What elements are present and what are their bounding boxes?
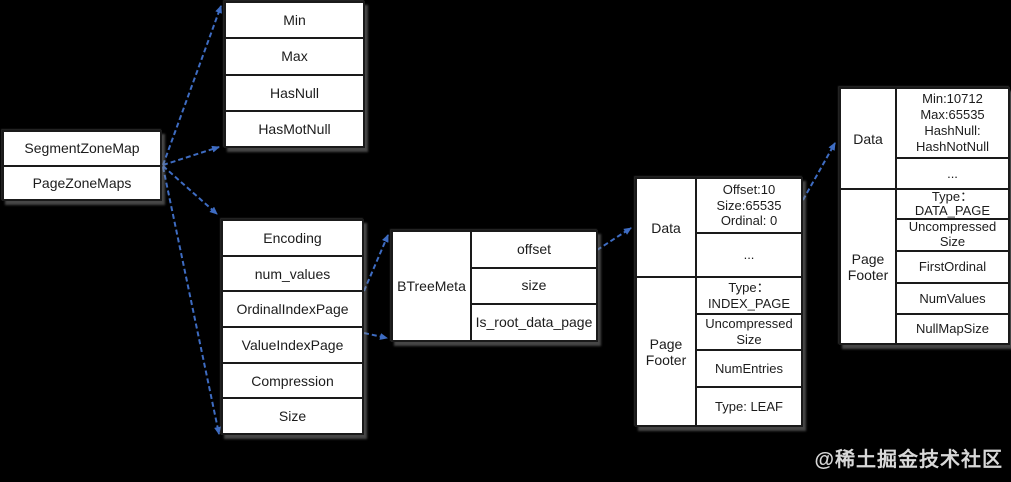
connector-pagezonemaps-to-columnmeta-top: [162, 165, 218, 215]
page-zonemaps-row: PageZoneMaps: [32, 174, 132, 191]
index-page-uncompressed-size-cell: Uncompressed Size: [697, 315, 801, 351]
connector-pagezonemaps-to-columnmeta-bottom: [162, 166, 221, 435]
connector-ordinalindexpage-to-btreemeta: [363, 234, 389, 292]
columnmeta-valueindexpage-row: ValueIndexPage: [223, 328, 362, 364]
data-page-data-label: Data: [841, 89, 895, 190]
index-page-box: Data Page Footer Offset:10 Size:65535 Or…: [635, 177, 803, 427]
segment-zonemap-box: SegmentZoneMap PageZoneMaps: [2, 130, 162, 201]
btreemeta-size-row: size: [472, 269, 596, 306]
connector-valueindexpage-to-btreemeta: [363, 332, 388, 340]
connector-btreemeta-to-indexpage: [596, 227, 632, 251]
data-page-firstordinal-cell: FirstOrdinal: [897, 252, 1008, 284]
data-page-ellipsis-cell: ...: [897, 159, 1008, 190]
data-page-numvalues-cell: NumValues: [897, 284, 1008, 315]
zonemap-max-row: Max: [226, 39, 363, 76]
btreemeta-label: BTreeMeta: [397, 278, 466, 294]
connector-indexpage-to-datapage: [802, 142, 836, 201]
zonemap-hasnull-row: HasNull: [226, 76, 363, 112]
columnmeta-encoding-row: Encoding: [223, 221, 362, 257]
index-page-numentries-cell: NumEntries: [697, 351, 801, 388]
data-page-footer-label: Page Footer: [847, 250, 889, 283]
index-page-footer-label: Page Footer: [645, 335, 687, 368]
zonemap-min-row: Min: [226, 3, 363, 40]
index-page-leaf-cell: Type: LEAF: [715, 398, 783, 414]
connector-segmentzonemap-to-zonemap-top: [162, 5, 222, 166]
data-page-nullmapsize-cell: NullMapSize: [916, 321, 989, 337]
data-page-uncompressed-size-cell: Uncompressed Size: [897, 219, 1008, 252]
data-page-type-cell: Type： DATA_PAGE: [897, 189, 1008, 220]
data-page-box: Data Page Footer Min:10712 Max:65535 Has…: [839, 87, 1010, 345]
segment-zonemap-row: SegmentZoneMap: [4, 132, 160, 167]
btreemeta-box: BTreeMeta offset size Is_root_data_page: [391, 230, 598, 342]
index-page-data-label: Data: [637, 179, 695, 278]
data-page-minmax-cell: Min:10712 Max:65535 HashNull: HashNotNul…: [897, 89, 1008, 159]
zonemap-hasnotnull-row: HasMotNull: [258, 120, 331, 137]
btreemeta-isrootdatapage-row: Is_root_data_page: [475, 314, 593, 331]
columnmeta-ordinalindexpage-row: OrdinalIndexPage: [223, 292, 362, 329]
index-page-ellipsis-cell: ...: [697, 234, 801, 278]
index-page-type-cell: Type： INDEX_PAGE: [697, 278, 801, 315]
index-page-offset-cell: Offset:10 Size:65535 Ordinal: 0: [697, 179, 801, 234]
zonemap-fields-box: Min Max HasNull HasMotNull: [224, 1, 365, 148]
columnmeta-numvalues-row: num_values: [223, 257, 362, 293]
column-meta-box: Encoding num_values OrdinalIndexPage Val…: [221, 219, 364, 435]
connector-segmentzonemap-to-zonemap-bottom: [162, 145, 220, 166]
btreemeta-offset-row: offset: [472, 232, 596, 269]
columnmeta-size-row: Size: [278, 408, 307, 425]
watermark: @稀土掘金技术社区: [814, 449, 1003, 471]
columnmeta-compression-row: Compression: [223, 364, 362, 400]
